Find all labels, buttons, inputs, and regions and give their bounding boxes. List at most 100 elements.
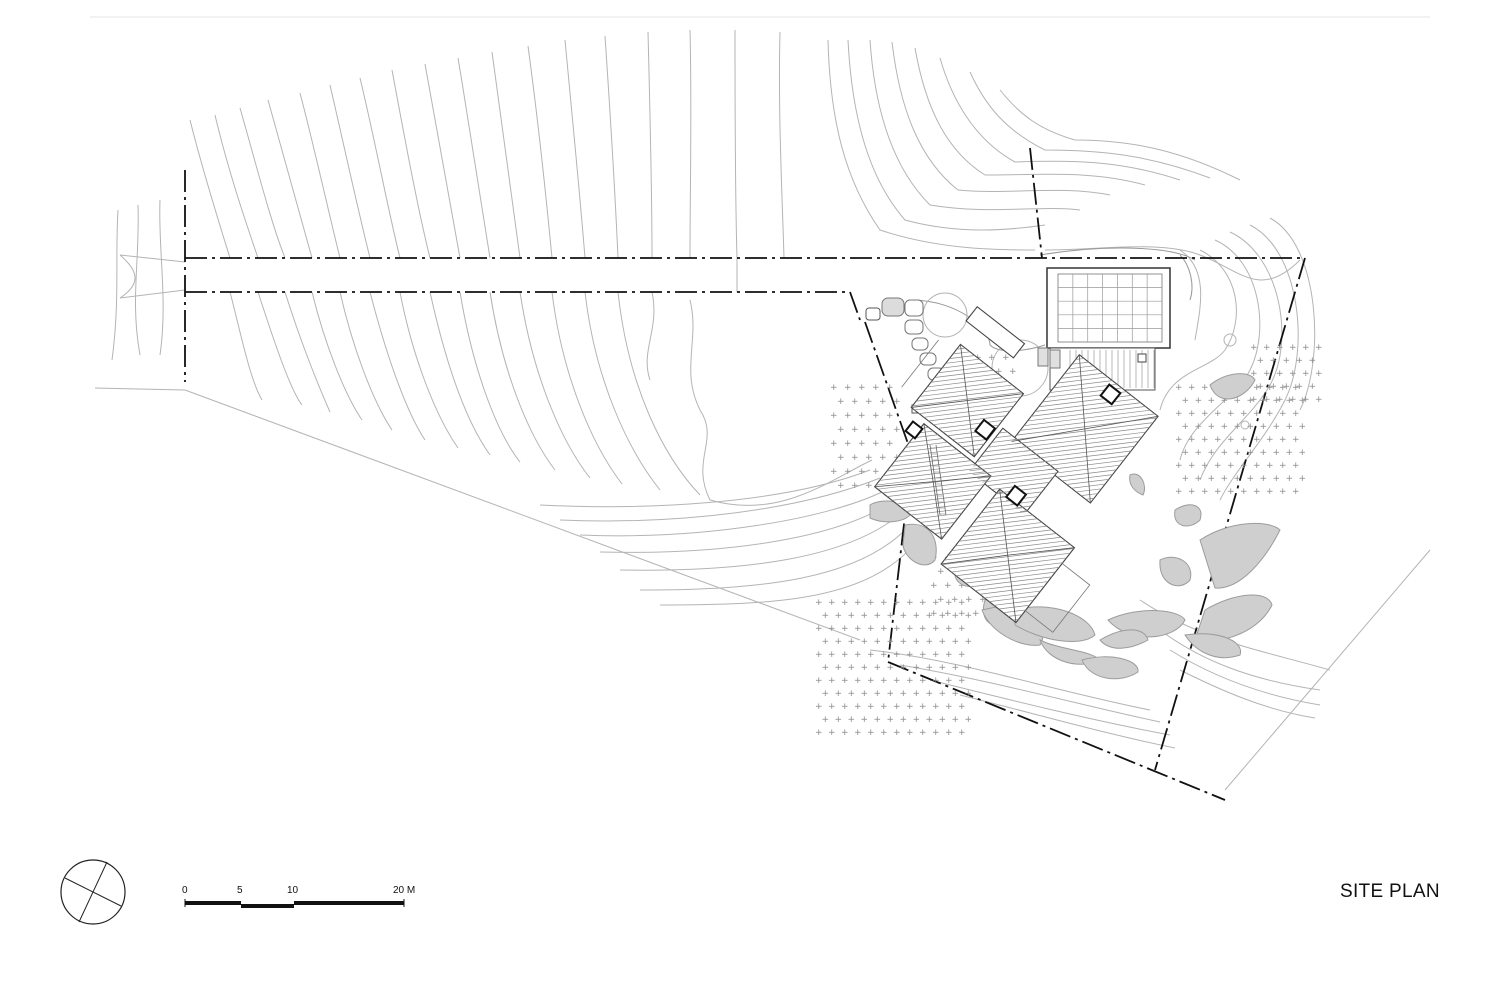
svg-text:+: + — [841, 650, 849, 660]
svg-text:+: + — [1253, 409, 1261, 419]
svg-text:+: + — [1175, 435, 1183, 445]
svg-text:+: + — [851, 481, 859, 491]
svg-text:+: + — [886, 383, 894, 393]
svg-text:+: + — [958, 702, 966, 712]
svg-text:+: + — [932, 624, 940, 634]
svg-text:+: + — [1250, 395, 1258, 405]
svg-text:+: + — [1286, 474, 1294, 484]
svg-text:+: + — [893, 397, 901, 407]
svg-text:+: + — [841, 728, 849, 738]
svg-text:+: + — [835, 663, 843, 673]
svg-text:+: + — [893, 650, 901, 660]
svg-text:+: + — [1257, 382, 1265, 392]
svg-text:+: + — [926, 689, 934, 699]
svg-text:+: + — [952, 663, 960, 673]
svg-text:+: + — [913, 611, 921, 621]
svg-text:+: + — [1175, 409, 1183, 419]
svg-text:+: + — [848, 637, 856, 647]
svg-text:+: + — [837, 397, 845, 407]
svg-text:+: + — [1296, 356, 1304, 366]
svg-text:+: + — [872, 467, 880, 477]
svg-text:+: + — [1201, 435, 1209, 445]
svg-text:+: + — [887, 689, 895, 699]
svg-text:+: + — [1195, 474, 1203, 484]
svg-text:+: + — [844, 467, 852, 477]
svg-text:+: + — [1260, 422, 1268, 432]
svg-text:+: + — [828, 650, 836, 660]
svg-text:+: + — [1227, 487, 1235, 497]
svg-text:+: + — [1279, 461, 1287, 471]
svg-text:+: + — [854, 650, 862, 660]
svg-text:+: + — [874, 689, 882, 699]
svg-text:+: + — [1002, 353, 1010, 363]
svg-text:+: + — [861, 715, 869, 725]
svg-text:+: + — [1247, 474, 1255, 484]
svg-text:+: + — [1266, 383, 1274, 393]
svg-text:+: + — [1188, 461, 1196, 471]
svg-text:+: + — [952, 689, 960, 699]
svg-text:+: + — [844, 439, 852, 449]
svg-text:+: + — [1240, 409, 1248, 419]
svg-text:+: + — [1214, 435, 1222, 445]
property-boundary — [184, 147, 1306, 801]
svg-text:+: + — [830, 411, 838, 421]
svg-text:+: + — [851, 397, 859, 407]
svg-text:+: + — [1175, 383, 1183, 393]
svg-text:+: + — [841, 598, 849, 608]
svg-text:+: + — [1221, 422, 1229, 432]
svg-text:+: + — [937, 567, 945, 577]
svg-text:+: + — [854, 624, 862, 634]
svg-text:+: + — [867, 624, 875, 634]
svg-text:+: + — [1296, 382, 1304, 392]
svg-text:+: + — [900, 611, 908, 621]
svg-text:+: + — [1221, 474, 1229, 484]
svg-text:+: + — [945, 624, 953, 634]
svg-text:+: + — [1250, 369, 1258, 379]
svg-text:+: + — [844, 411, 852, 421]
svg-text:+: + — [1266, 487, 1274, 497]
svg-text:+: + — [913, 637, 921, 647]
house-roof-plan — [873, 305, 1159, 633]
svg-text:+: + — [937, 595, 945, 605]
svg-text:+: + — [893, 598, 901, 608]
svg-text:+: + — [841, 676, 849, 686]
svg-text:+: + — [913, 689, 921, 699]
svg-text:+: + — [958, 598, 966, 608]
svg-text:+: + — [906, 624, 914, 634]
svg-text:+: + — [926, 715, 934, 725]
svg-text:+: + — [1227, 461, 1235, 471]
svg-text:+: + — [1188, 409, 1196, 419]
svg-text:+: + — [830, 439, 838, 449]
svg-text:+: + — [906, 598, 914, 608]
svg-text:+: + — [939, 637, 947, 647]
svg-text:+: + — [872, 411, 880, 421]
svg-text:+: + — [886, 439, 894, 449]
svg-text:+: + — [1292, 435, 1300, 445]
svg-text:+: + — [919, 702, 927, 712]
svg-text:+: + — [822, 663, 830, 673]
svg-text:+: + — [995, 367, 1003, 377]
svg-text:+: + — [952, 715, 960, 725]
svg-text:+: + — [1253, 461, 1261, 471]
svg-text:+: + — [958, 624, 966, 634]
svg-text:+: + — [1201, 487, 1209, 497]
svg-text:+: + — [1221, 396, 1229, 406]
svg-text:+: + — [1240, 435, 1248, 445]
svg-text:+: + — [1266, 409, 1274, 419]
svg-text:+: + — [1234, 474, 1242, 484]
svg-text:+: + — [851, 425, 859, 435]
svg-text:+: + — [958, 609, 966, 619]
svg-text:+: + — [906, 702, 914, 712]
svg-text:+: + — [1302, 395, 1310, 405]
svg-text:+: + — [893, 676, 901, 686]
svg-text:+: + — [952, 637, 960, 647]
svg-text:+: + — [1279, 383, 1287, 393]
svg-text:+: + — [893, 702, 901, 712]
svg-text:+: + — [848, 663, 856, 673]
svg-text:+: + — [965, 611, 973, 621]
svg-text:+: + — [1315, 343, 1323, 353]
svg-text:+: + — [919, 728, 927, 738]
svg-text:+: + — [822, 689, 830, 699]
svg-text:+: + — [854, 676, 862, 686]
svg-text:+: + — [945, 598, 953, 608]
